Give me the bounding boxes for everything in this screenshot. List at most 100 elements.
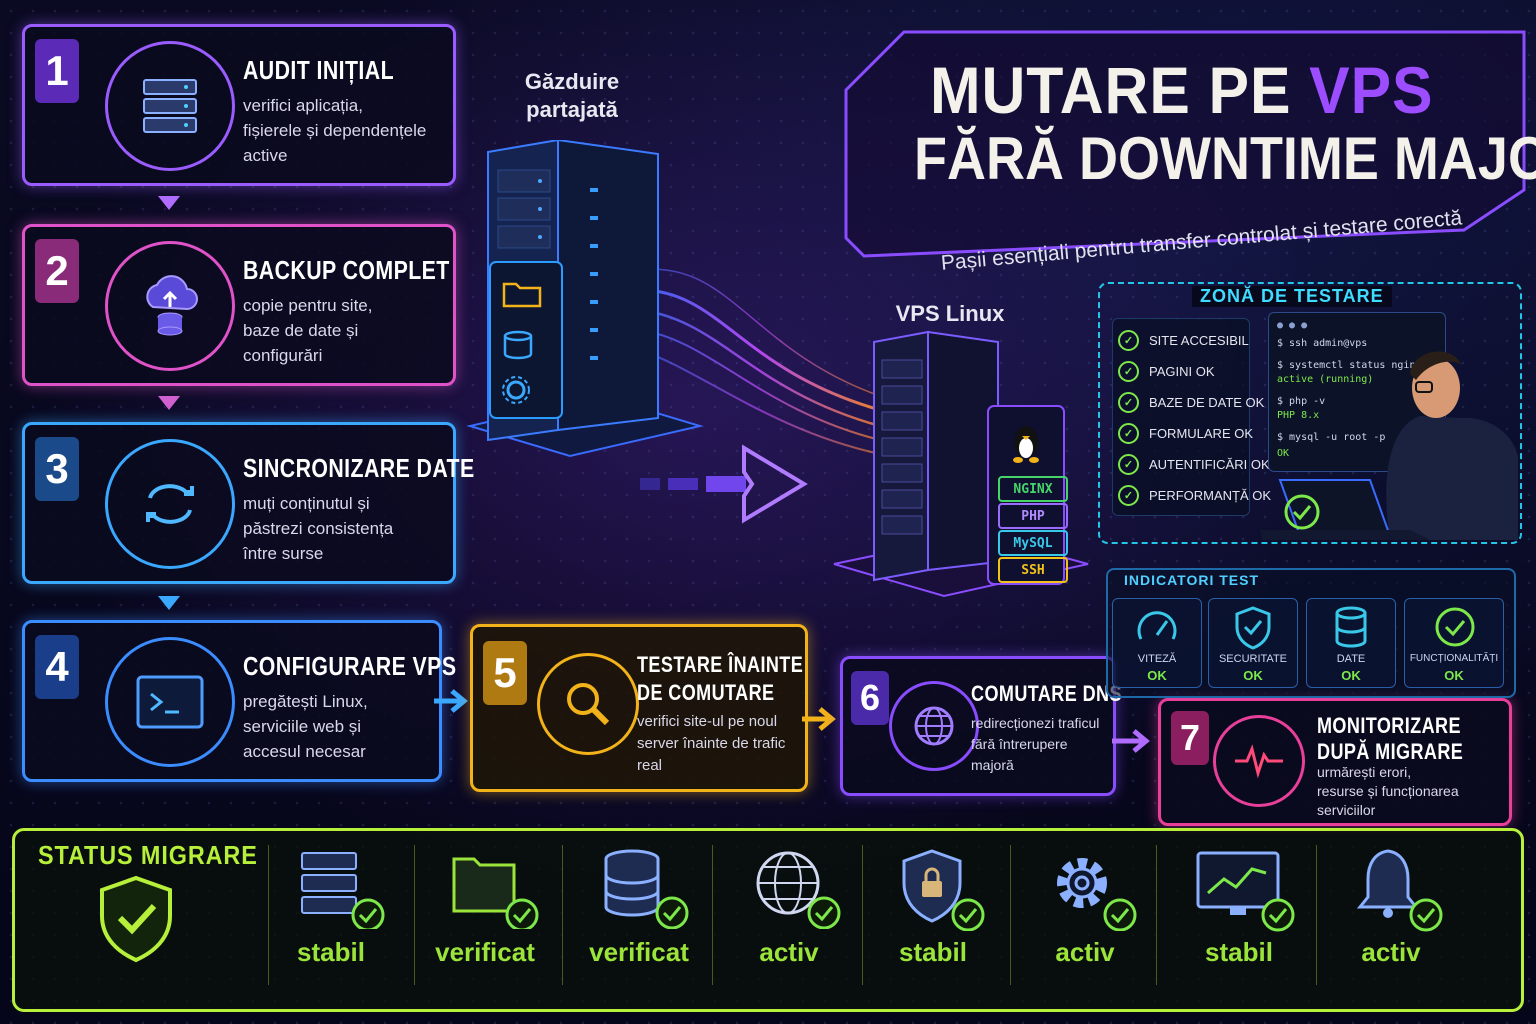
desc-line: verifici aplicația, xyxy=(243,96,363,115)
arrow-down-icon xyxy=(158,196,180,210)
stack-ssh: SSH xyxy=(998,557,1068,583)
step-description: redirecționezi traficul fără întrerupere… xyxy=(971,713,1099,776)
terminal-line: $ ssh admin@vps xyxy=(1277,338,1368,349)
desc-line: majoră xyxy=(971,757,1014,773)
magnifier-icon xyxy=(537,653,639,755)
step-title: AUDIT INIȚIAL xyxy=(243,55,395,85)
step-number: 4 xyxy=(35,635,79,699)
shield-check-icon xyxy=(1235,606,1271,650)
indicators-label: INDICATORI TEST xyxy=(1124,572,1260,588)
page-title-line2: FĂRĂ DOWNTIME MAJOR xyxy=(914,125,1536,192)
check-icon: ✓ xyxy=(1118,485,1139,506)
title-line: DUPĂ MIGRARE xyxy=(1317,739,1464,764)
indicator-value: OK xyxy=(1444,668,1464,683)
desc-line: păstrezi consistența xyxy=(243,519,394,538)
stack-php: PHP xyxy=(998,503,1068,529)
check-item: ✓ BAZE DE DATE OK xyxy=(1118,392,1264,413)
title-line: TESTARE ÎNAINTE xyxy=(637,652,804,677)
step-title: SINCRONIZARE DATE xyxy=(243,453,475,483)
desc-line: real xyxy=(637,757,663,774)
globe-icon xyxy=(756,851,841,929)
desc-line: baze de date și xyxy=(243,321,359,340)
terminal-line: active (running) xyxy=(1277,374,1374,385)
step-number: 2 xyxy=(35,239,79,303)
step-description: pregătești Linux, serviciile web și acce… xyxy=(243,689,368,764)
vps-label: VPS Linux xyxy=(895,301,1005,326)
globe-icon xyxy=(889,681,979,771)
check-item: ✓PAGINI OK xyxy=(1118,361,1215,382)
title-line: MONITORIZARE xyxy=(1317,713,1461,738)
server-icon xyxy=(105,41,235,171)
terminal-line: OK xyxy=(1277,448,1290,459)
check-item: ✓FORMULARE OK xyxy=(1118,423,1253,444)
separator xyxy=(862,845,863,985)
heartbeat-icon xyxy=(1213,715,1305,807)
status-item: activ xyxy=(1326,845,1456,985)
lock-shield-icon xyxy=(902,849,985,931)
linux-penguin-icon xyxy=(1013,426,1039,463)
database-icon xyxy=(604,849,689,929)
check-item: ✓SITE ACCESIBIL xyxy=(1118,330,1249,351)
arrow-down-icon xyxy=(158,596,180,610)
separator xyxy=(1156,845,1157,985)
check-icon: ✓ xyxy=(1118,454,1139,475)
step-description: muți conținutul și păstrezi consistența … xyxy=(243,491,393,566)
migration-arrow xyxy=(640,444,808,524)
indicator-value: OK xyxy=(1341,668,1361,683)
bell-icon xyxy=(1356,849,1443,932)
shared-hosting-label: Găzduire partajată xyxy=(500,68,644,124)
separator xyxy=(1010,845,1011,985)
check-label: FORMULARE OK xyxy=(1149,426,1254,441)
status-text: verificat xyxy=(435,937,535,967)
desc-line: fișierele și dependențele xyxy=(243,121,427,140)
status-item: stabil xyxy=(868,845,998,985)
terminal-line: $ systemctl status nginx xyxy=(1277,360,1422,371)
desc-line: între surse xyxy=(243,544,324,563)
label-line: partajată xyxy=(526,97,618,122)
desc-line: copie pentru site, xyxy=(243,296,373,315)
check-item: ✓AUTENTIFICĂRI OK xyxy=(1118,454,1270,475)
gear-icon xyxy=(1057,858,1137,931)
step-description: verifici site-ul pe noul server înainte … xyxy=(637,711,785,777)
folder-icon xyxy=(452,857,539,929)
check-icon xyxy=(1284,494,1320,530)
desc-line: redirecționezi traficul xyxy=(971,715,1100,731)
desc-line: accesul necesar xyxy=(243,742,366,761)
separator xyxy=(562,845,563,985)
developer-illustration xyxy=(1260,351,1518,540)
step-title: CONFIGURARE VPS xyxy=(243,651,457,681)
step-description: verifici aplicația, fișierele și depende… xyxy=(243,93,426,168)
step-number: 7 xyxy=(1171,711,1209,765)
status-item: stabil xyxy=(1174,845,1304,985)
title-prefix: MUTARE PE xyxy=(930,53,1310,127)
status-item: stabil xyxy=(266,845,396,985)
desc-line: active xyxy=(243,146,288,165)
check-label: SITE ACCESIBIL xyxy=(1149,333,1249,348)
check-icon: ✓ xyxy=(1118,392,1139,413)
database-icon xyxy=(1335,606,1367,648)
check-label: BAZE DE DATE OK xyxy=(1149,395,1265,410)
step-description: copie pentru site, baze de date și confi… xyxy=(243,293,372,368)
shared-hosting-server xyxy=(466,140,704,458)
desc-line: configurări xyxy=(243,346,323,365)
step-number: 6 xyxy=(851,671,889,725)
indicator-security: SECURITATE OK xyxy=(1208,598,1298,688)
indicator-name: DATE xyxy=(1336,653,1366,665)
status-text: activ xyxy=(1361,937,1421,967)
step-card-1: 1 AUDIT INIȚIAL verifici aplicația, fiși… xyxy=(22,24,456,186)
page-title-line1: MUTARE PE VPS xyxy=(930,52,1433,128)
status-item: verificat xyxy=(420,845,550,985)
indicator-value: OK xyxy=(1243,668,1263,683)
check-label: PERFORMANȚĂ OK xyxy=(1149,488,1272,503)
separator xyxy=(712,845,713,985)
shield-check-icon xyxy=(100,875,172,963)
step-description: urmărești erori, resurse și funcționarea… xyxy=(1317,763,1459,820)
indicator-data: DATE OK xyxy=(1306,598,1396,688)
terminal-line: $ php -v xyxy=(1277,396,1326,407)
check-label: PAGINI OK xyxy=(1149,364,1215,379)
desc-line: server înainte de trafic xyxy=(637,735,786,752)
step-title: BACKUP COMPLET xyxy=(243,255,450,285)
step-title: TESTARE ÎNAINTE DE COMUTARE xyxy=(637,651,803,707)
data-stream-graphic xyxy=(639,268,881,455)
test-zone-label: ZONĂ DE TESTARE xyxy=(1192,286,1392,307)
